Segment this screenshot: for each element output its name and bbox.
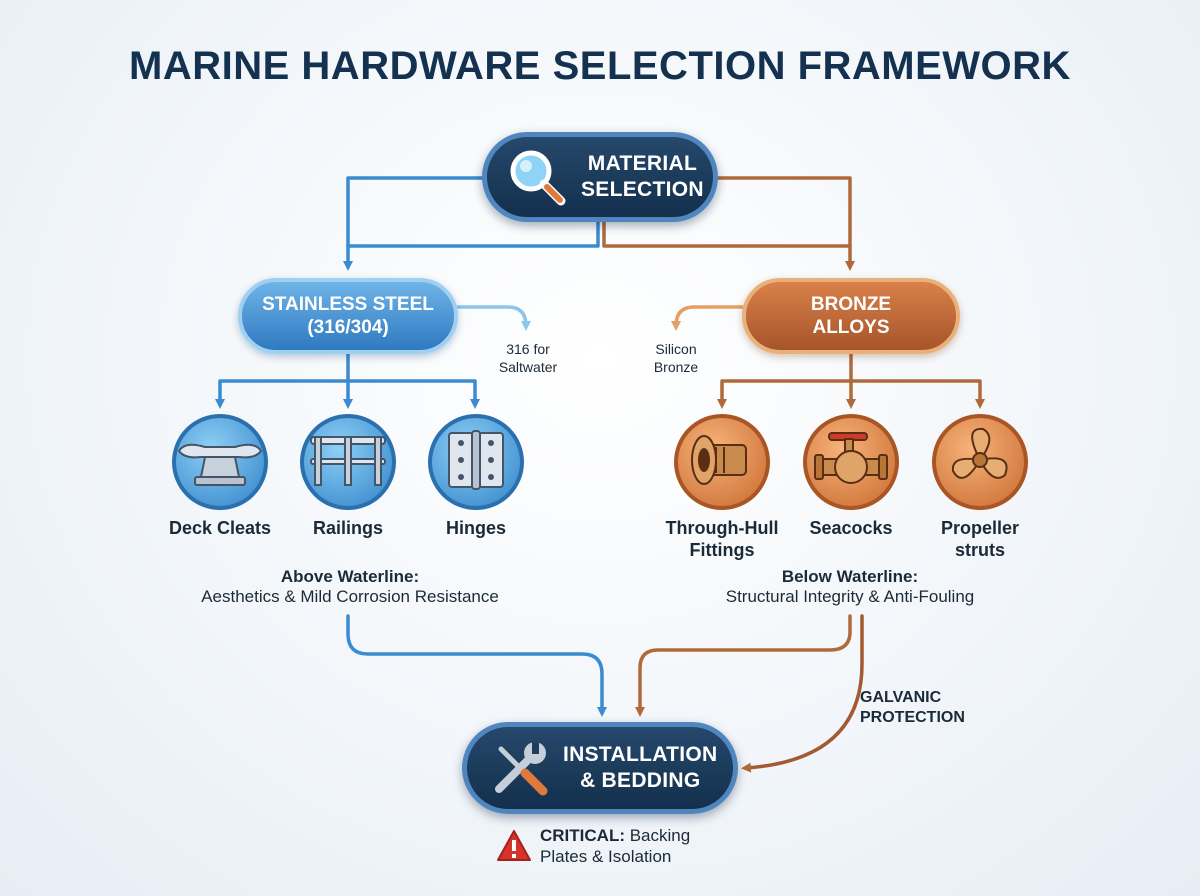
above-waterline-desc: Aesthetics & Mild Corrosion Resistance: [201, 587, 499, 607]
below-waterline-note: Below Waterline: Structural Integrity & …: [650, 567, 1050, 608]
wire-root-steel-inner: [346, 220, 600, 248]
propeller-struts-item[interactable]: [932, 414, 1028, 510]
wire-root-steel-outer: [343, 176, 487, 271]
stainless-steel-node[interactable]: STAINLESS STEEL (316/304): [238, 278, 458, 354]
bronze-alloys-node[interactable]: BRONZE ALLOYS: [742, 278, 960, 354]
hinges-label: Hinges: [445, 518, 506, 538]
critical-line1: Backing: [624, 826, 691, 845]
wire-below-to-install: [635, 614, 852, 717]
warning-icon: [496, 829, 532, 863]
material-selection-node[interactable]: MATERIAL SELECTION: [482, 132, 718, 222]
install-line1: INSTALLATION: [563, 743, 718, 767]
above-waterline-note: Above Waterline: Aesthetics & Mild Corro…: [150, 567, 550, 608]
railings-label: Railings: [312, 518, 383, 538]
seacocks-item[interactable]: [803, 414, 899, 510]
through-hull-icon: [682, 425, 762, 500]
magnifier-icon: [505, 145, 569, 209]
wire-bronze-items: [720, 352, 982, 404]
above-waterline-title: Above Waterline:: [280, 567, 420, 586]
install-line2: & BEDDING: [579, 769, 701, 792]
through-hull-item[interactable]: [674, 414, 770, 510]
installation-bedding-node[interactable]: INSTALLATION & BEDDING: [462, 722, 738, 814]
deck-cleats-item[interactable]: [172, 414, 268, 510]
valve-icon: [811, 425, 891, 500]
wire-steel-note: [456, 305, 531, 331]
critical-note: CRITICAL: Backing Plates & Isolation: [496, 825, 736, 868]
root-line1: MATERIAL: [587, 152, 698, 176]
railing-icon: [303, 425, 393, 500]
cleat-icon: [175, 425, 265, 500]
hinges-item[interactable]: [428, 414, 524, 510]
root-line2: SELECTION: [581, 178, 704, 201]
wire-steel-items: [218, 352, 477, 404]
propeller-icon: [943, 423, 1017, 502]
wire-bronze-note: [671, 305, 744, 331]
tools-icon: [487, 735, 553, 801]
railings-item[interactable]: [300, 414, 396, 510]
critical-prefix: CRITICAL:: [540, 826, 625, 845]
page-title: MARINE HARDWARE SELECTION FRAMEWORK: [129, 44, 1071, 88]
wire-root-bronze-inner: [602, 220, 852, 248]
hinge-icon: [441, 425, 511, 500]
galvanic-protection-label: GALVANIC PROTECTION: [860, 689, 965, 726]
bronze-note: Silicon Bronze: [653, 341, 699, 375]
steel-line2: (316/304): [307, 317, 389, 338]
bronze-line1: BRONZE: [810, 293, 892, 315]
through-hull-label: Through-Hull Fittings: [665, 518, 779, 560]
deck-cleats-label: Deck Cleats: [168, 518, 272, 538]
bronze-line2: ALLOYS: [812, 317, 890, 338]
critical-line2: Plates & Isolation: [540, 847, 672, 867]
below-waterline-desc: Structural Integrity & Anti-Fouling: [725, 587, 975, 607]
steel-line1: STAINLESS STEEL: [262, 293, 434, 315]
seacocks-label: Seacocks: [809, 518, 893, 538]
propeller-struts-label: Propeller struts: [940, 518, 1020, 560]
wire-root-bronze-outer: [713, 176, 855, 271]
wire-galvanic: [741, 614, 864, 773]
below-waterline-title: Below Waterline:: [781, 567, 919, 586]
wire-above-to-install: [346, 614, 607, 717]
steel-note: 316 for Saltwater: [498, 341, 558, 375]
